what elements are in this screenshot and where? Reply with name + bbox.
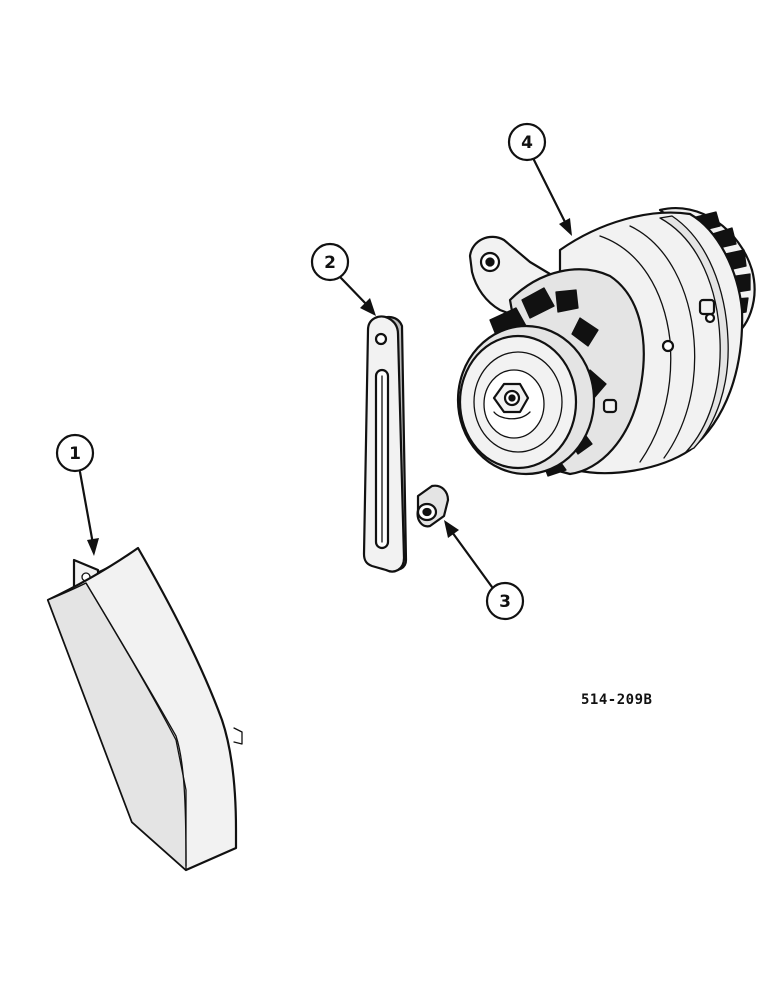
callout-3: 3 bbox=[444, 520, 525, 621]
callout-3-label: 3 bbox=[499, 592, 511, 612]
callout-1-label: 1 bbox=[69, 444, 81, 464]
alternator-part bbox=[456, 207, 756, 477]
belt-guard-part bbox=[46, 546, 243, 872]
pulley bbox=[456, 324, 596, 476]
callout-1: 1 bbox=[55, 433, 99, 556]
callout-2-label: 2 bbox=[324, 253, 336, 273]
figure-reference-code: 514-209B bbox=[581, 692, 652, 708]
callout-4-label: 4 bbox=[521, 133, 533, 153]
spacer-part bbox=[416, 484, 450, 528]
adjusting-strap-part bbox=[362, 315, 408, 573]
callout-2: 2 bbox=[310, 242, 376, 316]
callout-4: 4 bbox=[507, 122, 572, 236]
